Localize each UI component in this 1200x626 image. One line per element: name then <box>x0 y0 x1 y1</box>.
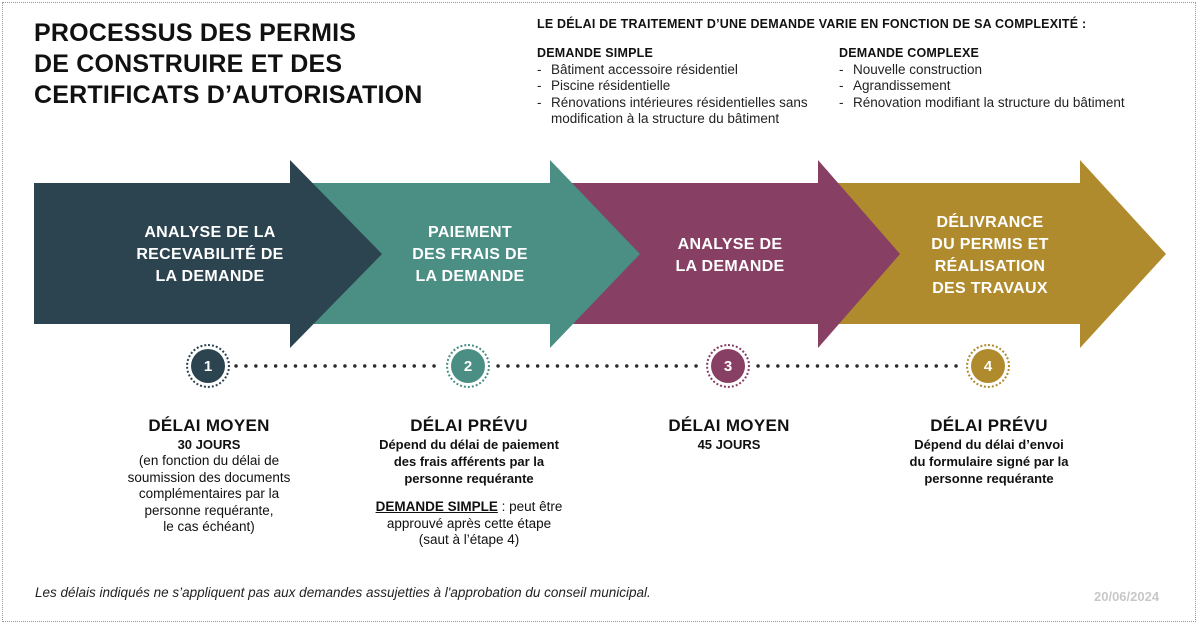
footnote: Les délais indiqués ne s’appliquent pas … <box>35 585 651 600</box>
simple-request-heading: DEMANDE SIMPLE <box>537 46 654 60</box>
title-line-3: CERTIFICATS D’AUTORISATION <box>34 81 423 109</box>
stage-4-arrow <box>810 160 1166 348</box>
stage-4-label: DÉLIVRANCE DU PERMIS ET RÉALISATION DES … <box>931 214 1049 297</box>
list-item: -Nouvelle construction <box>839 61 983 77</box>
simple-request-note-label: DEMANDE SIMPLE <box>375 499 498 514</box>
title-line-1: PROCESSUS DES PERMIS <box>34 19 357 47</box>
step-3-info: DÉLAI MOYEN 45 JOURS <box>629 416 829 453</box>
step-3-marker: 3 <box>706 344 750 388</box>
stage-2-label: PAIEMENT DES FRAIS DE LA DEMANDE <box>412 224 528 285</box>
simple-request-note: DEMANDE SIMPLE : peut être approuvé aprè… <box>375 499 563 547</box>
step-2-marker: 2 <box>446 344 490 388</box>
step-1-delay-heading: DÉLAI MOYEN <box>148 416 270 435</box>
stage-1-label: ANALYSE DE LA RECEVABILITÉ DE LA DEMANDE <box>136 224 284 285</box>
complexity-heading: LE DÉLAI DE TRAITEMENT D’UNE DEMANDE VAR… <box>537 17 1087 31</box>
step-4-number: 4 <box>971 349 1005 383</box>
step-1-info: DÉLAI MOYEN 30 JOURS (en fonction du dél… <box>94 416 324 536</box>
step-2-number: 2 <box>451 349 485 383</box>
title-line-2: DE CONSTRUIRE ET DES <box>34 50 343 78</box>
list-item: -Agrandissement <box>839 78 951 93</box>
step-2-delay-heading: DÉLAI PRÉVU <box>410 416 528 435</box>
step-1-delay-value: 30 JOURS <box>177 437 241 452</box>
stage-1-arrow <box>34 160 382 348</box>
step-3-number: 3 <box>711 349 745 383</box>
step-4-marker: 4 <box>966 344 1010 388</box>
complex-request-heading: DEMANDE COMPLEXE <box>839 46 980 60</box>
simple-request-column: DEMANDE SIMPLE -Bâtiment accessoire rési… <box>537 45 827 128</box>
step-1-marker: 1 <box>186 344 230 388</box>
step-4-delay-details: Dépend du délai d’envoi du formulaire si… <box>909 437 1069 486</box>
step-1-number: 1 <box>191 349 225 383</box>
step-4-delay-heading: DÉLAI PRÉVU <box>930 416 1048 435</box>
stage-3-arrow <box>545 160 900 348</box>
stage-3-label: ANALYSE DE LA DEMANDE <box>675 236 785 275</box>
step-1-delay-details: (en fonction du délai de soumission des … <box>127 453 291 534</box>
complex-request-column: DEMANDE COMPLEXE -Nouvelle construction … <box>839 45 1139 111</box>
page-title: PROCESSUS DES PERMIS DE CONSTRUIRE ET DE… <box>34 18 504 111</box>
list-item: -Bâtiment accessoire résidentiel <box>537 61 738 77</box>
step-3-delay-heading: DÉLAI MOYEN <box>668 416 790 435</box>
simple-request-list: -Bâtiment accessoire résidentiel -Piscin… <box>537 62 827 128</box>
list-item: -Piscine résidentielle <box>537 78 671 93</box>
step-2-info: DÉLAI PRÉVU Dépend du délai de paiement … <box>344 416 594 549</box>
list-item: -Rénovations intérieures résidentielles … <box>537 94 808 127</box>
step-3-delay-value: 45 JOURS <box>697 437 761 452</box>
publication-date: 20/06/2024 <box>1094 589 1160 604</box>
step-4-info: DÉLAI PRÉVU Dépend du délai d’envoi du f… <box>869 416 1109 487</box>
list-item: -Rénovation modifiant la structure du bâ… <box>839 94 1125 110</box>
complex-request-list: -Nouvelle construction -Agrandissement -… <box>839 62 1139 112</box>
stage-2-arrow <box>285 160 640 348</box>
step-2-delay-details: Dépend du délai de paiement des frais af… <box>379 437 559 486</box>
